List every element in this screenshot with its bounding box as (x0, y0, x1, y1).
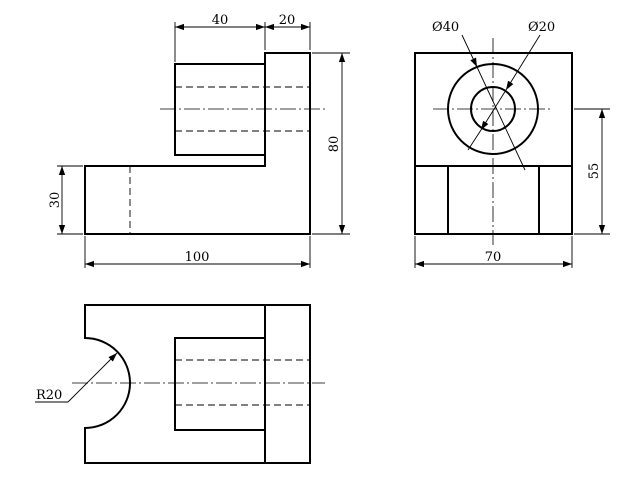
top-view-dimensions: R20 (35, 352, 118, 403)
side-view (414, 38, 573, 245)
top-view-outline (84, 304, 311, 464)
side-view-outline (414, 52, 573, 235)
top-view-boss (174, 337, 266, 431)
dim-leader-r20 (67, 352, 118, 403)
front-view-outline (84, 52, 311, 235)
top-view (72, 304, 325, 464)
dim-label-70: 70 (485, 250, 502, 265)
dim-leader-d40 (461, 34, 478, 68)
dim-label-r20: R20 (36, 388, 62, 403)
dim-label-40: 40 (212, 13, 229, 28)
front-view (84, 52, 325, 235)
dim-leader-d20 (505, 34, 541, 91)
dim-label-80: 80 (327, 136, 342, 153)
dim-label-30: 30 (48, 192, 63, 209)
dim-label-d40: Ø40 (432, 20, 459, 35)
front-view-dimensions: 40 20 80 30 100 (48, 13, 350, 268)
dim-label-d20: Ø20 (528, 20, 555, 35)
front-view-boss (174, 63, 266, 156)
dim-label-100: 100 (185, 250, 210, 265)
dim-label-55: 55 (587, 163, 602, 180)
side-view-dimensions: Ø40 Ø20 55 70 (414, 20, 610, 268)
dim-label-20: 20 (279, 13, 296, 28)
